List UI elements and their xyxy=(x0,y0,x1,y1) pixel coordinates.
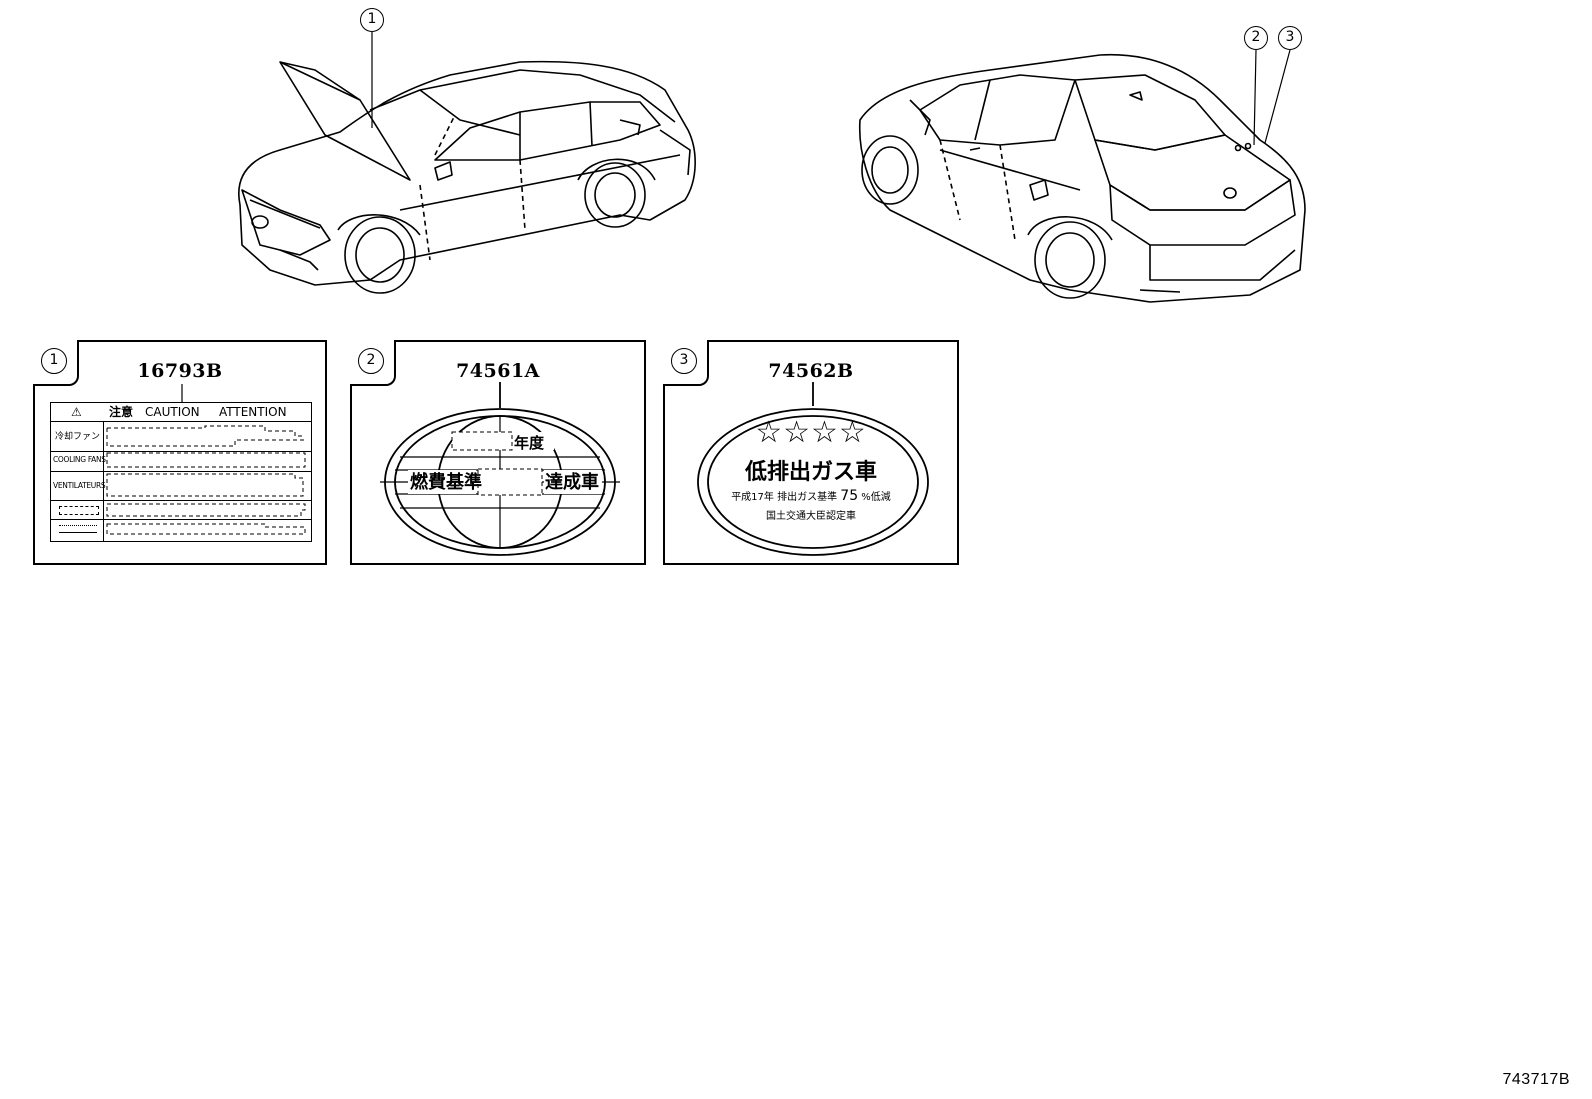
row-divider-2 xyxy=(51,471,311,472)
callout-2: 2 xyxy=(1244,26,1268,50)
year-suffix: 年度 xyxy=(514,434,545,452)
emission-standard-line: 平成17年 排出ガス基準 75 %低減 xyxy=(665,488,957,504)
warning-triangle-icon: ⚠ xyxy=(71,405,82,419)
header-attention: ATTENTION xyxy=(219,405,287,419)
caution-header: ⚠ 注意 CAUTION ATTENTION xyxy=(51,403,311,422)
row-label-en: COOLING FANS xyxy=(53,455,106,464)
rear-car-illustration xyxy=(858,53,1306,303)
label-panel-1: 1 16793B ⚠ 注意 CAUTION ATTENTION 冷却ファン CO… xyxy=(33,340,327,565)
row-label-fr: VENTILATEURS xyxy=(53,481,106,490)
emission-standard-text: 平成17年 排出ガス基準 xyxy=(731,492,838,503)
row-label-jp: 冷却ファン xyxy=(55,432,101,442)
row-label-blank-2 xyxy=(59,525,97,533)
panel-tab-1: 1 xyxy=(33,340,79,386)
emission-reduction-percent: 75 xyxy=(840,488,859,504)
panel-tab-2: 2 xyxy=(350,340,396,386)
leader-line-1 xyxy=(181,384,183,402)
low-emission-oval xyxy=(697,382,929,556)
low-emission-title: 低排出ガス車 xyxy=(744,460,877,485)
caution-label: ⚠ 注意 CAUTION ATTENTION 冷却ファン COOLING FAN… xyxy=(50,402,312,542)
achieved-vehicle-text: 達成車 xyxy=(545,472,599,493)
fuel-economy-oval xyxy=(380,382,620,556)
part-number-74562b: 74562B xyxy=(768,360,854,382)
row-divider-1 xyxy=(51,451,311,452)
index-badge-3: 3 xyxy=(671,348,697,374)
label-panel-3: 3 74562B ☆☆☆☆ 低排出ガス車 平成17年 排出ガス基準 75 %低減… xyxy=(663,340,959,565)
emission-reduction-suffix: %低減 xyxy=(861,492,891,503)
column-divider xyxy=(103,421,104,541)
index-badge-1: 1 xyxy=(41,348,67,374)
callout-leaders xyxy=(371,32,1291,146)
header-caution: CAUTION xyxy=(145,405,200,419)
text-placeholder-blocks xyxy=(106,425,306,535)
index-badge-2: 2 xyxy=(358,348,384,374)
front-car-illustration xyxy=(238,60,696,294)
row-label-blank-1 xyxy=(59,506,99,515)
callout-1: 1 xyxy=(360,8,384,32)
part-number-16793b: 16793B xyxy=(137,360,223,382)
diagram-code: 743717B xyxy=(1502,1071,1570,1088)
row-divider-3 xyxy=(51,500,311,501)
star-rating-icon: ☆☆☆☆ xyxy=(755,415,867,450)
fuel-standard-text: 燃費基準 xyxy=(410,472,482,493)
header-jp: 注意 xyxy=(109,405,134,419)
callout-3: 3 xyxy=(1278,26,1302,50)
row-divider-4 xyxy=(51,519,311,520)
part-number-74561a: 74561A xyxy=(456,360,540,382)
ministry-certified-text: 国土交通大臣認定車 xyxy=(766,511,856,522)
panel-tab-3: 3 xyxy=(663,340,709,386)
label-panel-2: 2 74561A 年度 燃費基準 達成車 xyxy=(350,340,646,565)
